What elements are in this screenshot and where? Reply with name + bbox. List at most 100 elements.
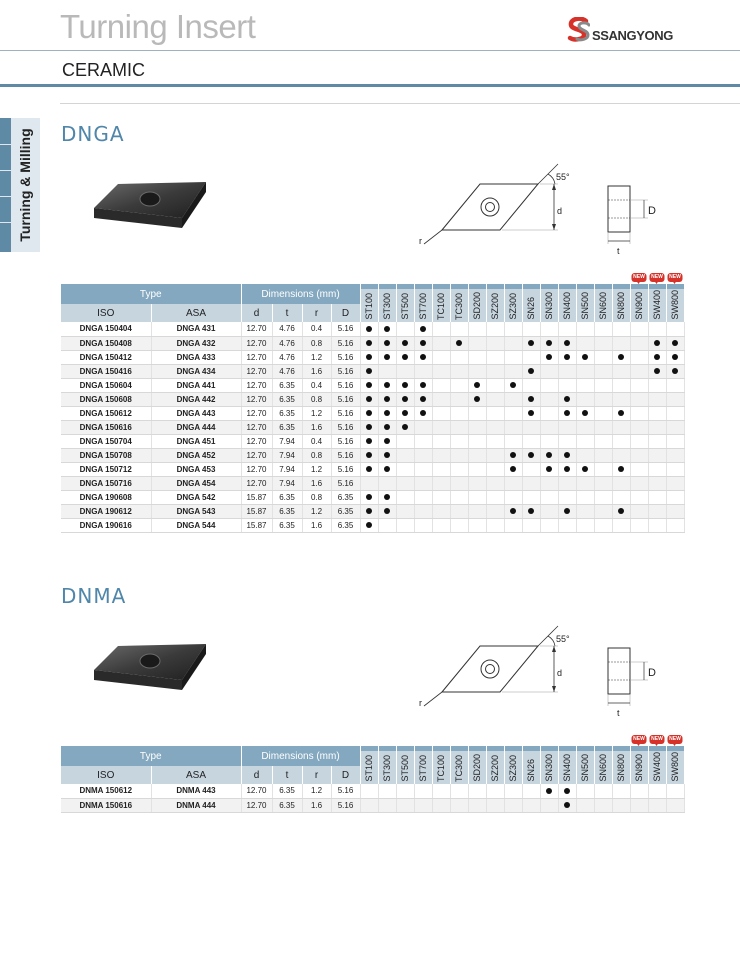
angle-label: 55° bbox=[556, 172, 570, 182]
cell-asa: DNGA 441 bbox=[151, 378, 242, 393]
grade-cell-st100 bbox=[360, 378, 379, 393]
grade-cell-sz300 bbox=[504, 322, 523, 337]
grade-cell-st500 bbox=[396, 336, 415, 351]
cell-asa: DNGA 542 bbox=[151, 490, 242, 505]
grade-cell-st500 bbox=[396, 406, 415, 421]
grade-cell-sn26 bbox=[522, 434, 541, 449]
grade-cell-sz200 bbox=[486, 392, 505, 407]
cell-d: 12.70 bbox=[241, 448, 273, 463]
cell-t: 7.94 bbox=[272, 448, 303, 463]
grade-label: SN500 bbox=[580, 292, 590, 320]
grade-cell-sn400 bbox=[558, 322, 577, 337]
grade-header-tc300: TC300 bbox=[450, 746, 469, 784]
cell-iso: DNGA 150608 bbox=[61, 392, 152, 407]
grade-header-sn800: SN800 bbox=[612, 746, 631, 784]
ssangyong-logo-icon bbox=[567, 16, 591, 42]
grade-cell-sw800 bbox=[666, 518, 685, 533]
availability-dot-icon bbox=[384, 424, 390, 431]
grade-cell-sn300 bbox=[540, 350, 559, 365]
page-title: Turning Insert bbox=[60, 8, 256, 45]
iso-header: ISO bbox=[61, 304, 152, 322]
grade-header-sn26: SN26 bbox=[522, 284, 541, 322]
asa-header: ASA bbox=[151, 766, 242, 784]
cell-d: 5.16 bbox=[331, 364, 361, 379]
new-badge: NEW bbox=[649, 273, 665, 284]
grade-cell-sn600 bbox=[594, 462, 613, 477]
new-badge: NEW bbox=[631, 273, 647, 284]
grade-cell-sz200 bbox=[486, 434, 505, 449]
grade-cell-sw800 bbox=[666, 364, 685, 379]
grade-cell-st700 bbox=[414, 518, 433, 533]
grade-cell-sn800 bbox=[612, 504, 631, 519]
d-header: d bbox=[241, 304, 273, 322]
grade-cell-sd200 bbox=[468, 322, 487, 337]
grade-cell-st500 bbox=[396, 322, 415, 337]
availability-dot-icon bbox=[366, 382, 372, 389]
cell-iso: DNGA 150716 bbox=[61, 476, 152, 491]
cell-iso: DNGA 150404 bbox=[61, 322, 152, 337]
grade-cell-st700 bbox=[414, 448, 433, 463]
grade-cell-sn300 bbox=[540, 406, 559, 421]
grade-cell-sn400 bbox=[558, 798, 577, 813]
availability-dot-icon bbox=[420, 340, 426, 347]
grade-cell-sn900 bbox=[630, 378, 649, 393]
grade-label: ST300 bbox=[382, 755, 392, 782]
availability-dot-icon bbox=[528, 410, 534, 417]
grade-cell-st300 bbox=[378, 798, 397, 813]
grade-cell-sz200 bbox=[486, 518, 505, 533]
grade-cell-sz200 bbox=[486, 322, 505, 337]
grade-cell-sd200 bbox=[468, 392, 487, 407]
availability-dot-icon bbox=[654, 354, 660, 361]
grade-cell-st300 bbox=[378, 462, 397, 477]
insert-drawing-dnma bbox=[423, 625, 559, 707]
grade-cell-st700 bbox=[414, 336, 433, 351]
grade-cell-sn800 bbox=[612, 350, 631, 365]
cell-d: 12.70 bbox=[241, 406, 273, 421]
grade-cell-st500 bbox=[396, 392, 415, 407]
grade-cell-tc300 bbox=[450, 490, 469, 505]
availability-dot-icon bbox=[366, 438, 372, 445]
availability-dot-icon bbox=[564, 508, 570, 515]
section-title-dnma: DNMA bbox=[61, 584, 127, 608]
availability-dot-icon bbox=[402, 354, 408, 361]
grade-cell-sn800 bbox=[612, 406, 631, 421]
grade-cell-sn600 bbox=[594, 420, 613, 435]
availability-dot-icon bbox=[456, 340, 462, 347]
grade-cell-sn500 bbox=[576, 392, 595, 407]
cell-asa: DNGA 452 bbox=[151, 448, 242, 463]
grade-cell-sw400 bbox=[648, 406, 667, 421]
availability-dot-icon bbox=[402, 410, 408, 417]
availability-dot-icon bbox=[618, 466, 624, 473]
grade-header-sn26: SN26 bbox=[522, 746, 541, 784]
side-tab bbox=[0, 118, 40, 252]
grade-cell-sn600 bbox=[594, 350, 613, 365]
brand-name: SSANGYONG bbox=[592, 28, 673, 43]
grade-cell-sw800 bbox=[666, 322, 685, 337]
grade-cell-sw400 bbox=[648, 392, 667, 407]
insert-photo-dnma bbox=[94, 644, 206, 690]
cell-iso: DNMA 150612 bbox=[61, 784, 152, 799]
cell-r: 1.6 bbox=[302, 420, 332, 435]
grade-cell-sn500 bbox=[576, 420, 595, 435]
iso-header: ISO bbox=[61, 766, 152, 784]
availability-dot-icon bbox=[366, 410, 372, 417]
grade-label: SN300 bbox=[544, 292, 554, 320]
grade-cell-st100 bbox=[360, 392, 379, 407]
grade-cell-sn800 bbox=[612, 322, 631, 337]
cell-iso: DNGA 150412 bbox=[61, 350, 152, 365]
cell-iso: DNGA 190608 bbox=[61, 490, 152, 505]
grade-cell-sn300 bbox=[540, 518, 559, 533]
grade-cell-sn26 bbox=[522, 406, 541, 421]
grade-cell-sn300 bbox=[540, 420, 559, 435]
grade-cell-sn800 bbox=[612, 798, 631, 813]
grade-cell-tc300 bbox=[450, 406, 469, 421]
diameter-label-dnma: d bbox=[557, 668, 563, 678]
grade-label: SN300 bbox=[544, 754, 554, 782]
grade-label: SN26 bbox=[526, 297, 536, 320]
type-header: Type bbox=[61, 746, 242, 766]
